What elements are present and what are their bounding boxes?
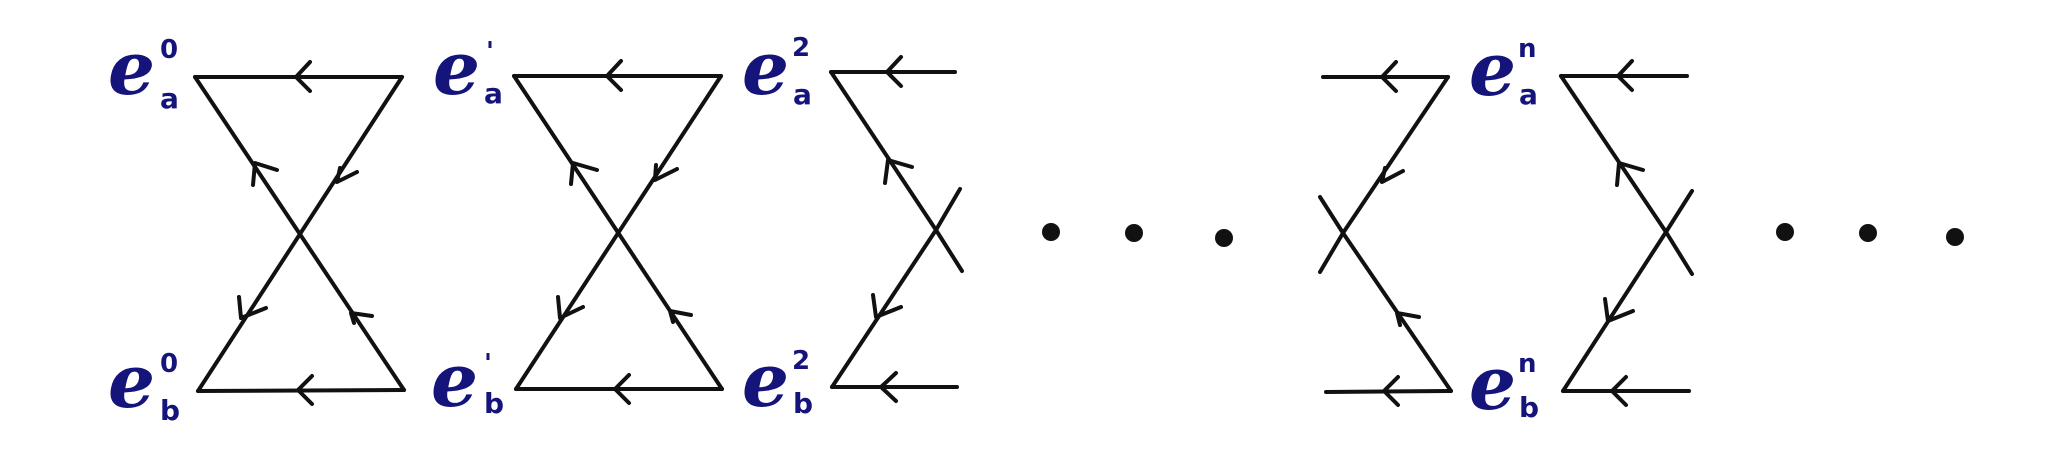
arrow-bottom-n-right [1610, 375, 1628, 407]
label-sup: ' [486, 37, 494, 67]
label-sub: a [1519, 78, 1538, 111]
edge-diag-up-1 [514, 74, 723, 391]
edge-zigzag-2 [829, 70, 938, 389]
label-sub: b [484, 387, 504, 420]
arrow-top-n-right [1616, 59, 1634, 92]
label-base: e [431, 338, 478, 424]
label-sub: a [793, 78, 812, 111]
unit-1 [512, 59, 724, 405]
label-ena: e n a [1469, 27, 1538, 113]
arrow-top-2 [885, 55, 903, 88]
label-base: e [742, 338, 789, 424]
label-e1a: e ' a [433, 26, 503, 112]
label-base: e [742, 26, 789, 112]
arrow-bottom-2 [879, 371, 898, 403]
label-base: e [433, 26, 480, 112]
arrow-upper-left-0 [251, 161, 279, 187]
arrow-bottom-0 [296, 374, 314, 406]
unit-2 [829, 55, 964, 403]
arrow-upper-left-1 [569, 161, 599, 186]
arrow-lower-n-left [1395, 311, 1421, 327]
label-e0b: e 0 b [108, 339, 180, 427]
label-e0a: e 0 a [108, 26, 179, 115]
label-sup: 0 [160, 349, 178, 379]
ellipsis-dots-1 [1042, 223, 1233, 247]
arrow-upper-n-right [1615, 161, 1645, 187]
arrow-upper-2 [883, 158, 914, 185]
arrow-lower-left-1 [556, 295, 585, 320]
arrow-bottom-n-left [1382, 375, 1400, 407]
ellipsis-dots-2 [1776, 223, 1964, 246]
label-e2b: e 2 b [742, 338, 813, 424]
label-base: e [1469, 341, 1516, 427]
edge-stub-up-n-right [1664, 189, 1694, 234]
label-enb: e n b [1469, 341, 1539, 427]
arrow-upper-right-0 [335, 166, 359, 184]
arrow-lower-n-right [1603, 297, 1635, 323]
label-sup: ' [484, 349, 492, 379]
edge-stub-down-n-right [1664, 230, 1694, 276]
label-sup: n [1518, 34, 1537, 64]
arrow-lower-right-1 [668, 309, 693, 324]
arrow-top-1 [605, 59, 623, 92]
edge-diag-up-0 [196, 75, 404, 393]
label-e1b: e ' b [431, 338, 504, 424]
label-e2a: e 2 a [742, 26, 812, 112]
edge-bottom-n-left [1324, 389, 1453, 394]
edge-stub-down-2 [934, 228, 964, 273]
edge-stub-down-n-left [1318, 231, 1345, 274]
label-base: e [108, 339, 155, 425]
label-sub: a [484, 77, 503, 110]
dot [1125, 224, 1143, 242]
dot [1215, 229, 1233, 247]
arrow-top-0 [294, 60, 312, 93]
dot [1946, 228, 1964, 246]
edge-zigzag-n-left [1341, 75, 1453, 393]
arrow-upper-n-left [1380, 166, 1405, 184]
unit-0 [193, 60, 406, 406]
edge-zigzag-n-right [1559, 74, 1668, 393]
edge-stub-up-n-left [1318, 195, 1345, 235]
label-sup: 2 [792, 33, 810, 63]
dot [1776, 223, 1794, 241]
label-sup: n [1518, 349, 1537, 379]
unit-n-left [1318, 60, 1453, 407]
arrow-upper-right-1 [653, 163, 679, 182]
edge-stub-up-2 [934, 187, 962, 232]
dot [1859, 224, 1877, 242]
label-sub: b [793, 387, 813, 420]
arrow-bottom-1 [613, 373, 631, 405]
label-sup: 0 [160, 35, 178, 65]
arrow-lower-2 [871, 293, 903, 319]
arrow-top-n-left [1380, 60, 1398, 93]
label-base: e [1469, 27, 1516, 113]
label-sub: a [160, 82, 179, 115]
label-sub: b [1519, 391, 1539, 424]
label-sub: b [160, 394, 180, 427]
label-base: e [108, 26, 155, 112]
dot [1042, 223, 1060, 241]
arrow-lower-right-0 [349, 311, 374, 325]
unit-n-right [1559, 59, 1694, 407]
arrow-lower-left-0 [237, 295, 268, 320]
label-sup: 2 [792, 346, 810, 376]
